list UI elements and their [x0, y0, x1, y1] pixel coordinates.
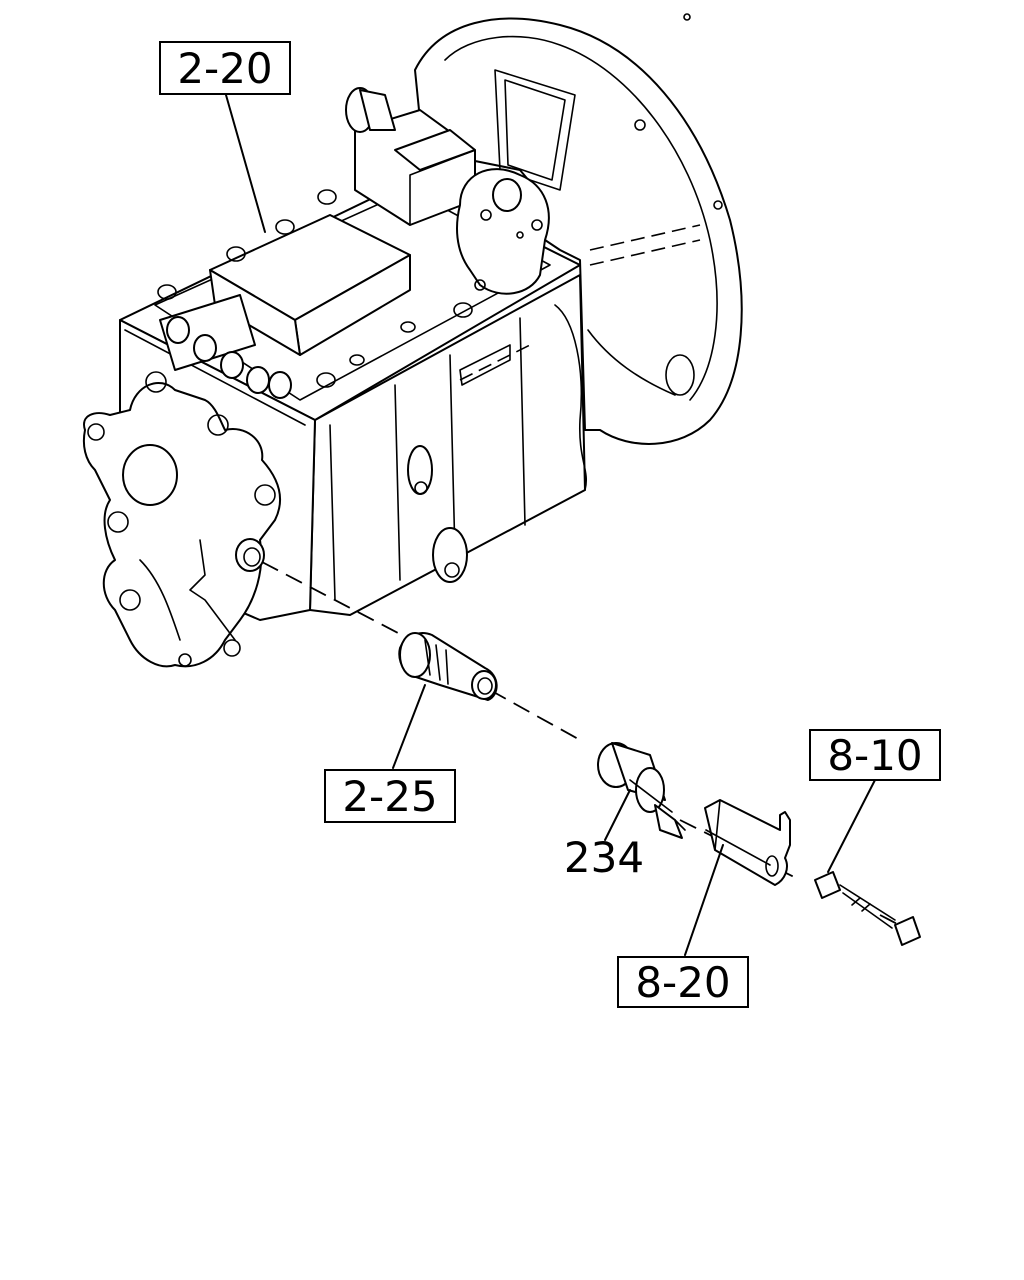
sensor-harness-connector — [814, 871, 921, 946]
top-cover-bolts — [157, 189, 473, 388]
shift-rail-ends — [159, 294, 292, 399]
callout-label-8-10: 8-10 — [827, 731, 922, 780]
callout-label-2-25: 2-25 — [342, 772, 437, 821]
shift-tower — [345, 87, 550, 295]
bell-housing — [414, 13, 743, 445]
callout-label-2-20: 2-20 — [177, 44, 272, 93]
callout-8-10: 8-10 — [809, 729, 941, 781]
transmission-case — [82, 87, 587, 668]
callout-2-20: 2-20 — [159, 41, 291, 95]
callout-8-20: 8-20 — [617, 956, 749, 1008]
callout-2-25: 2-25 — [324, 769, 456, 823]
speedometer-driven-gear — [398, 632, 498, 701]
leader-lines — [225, 94, 876, 956]
vehicle-speed-sensor — [597, 742, 686, 839]
callout-label-8-20: 8-20 — [635, 958, 730, 1007]
rear-flange — [82, 371, 282, 668]
part-number-234: 234 — [564, 833, 644, 882]
sensor-bracket — [704, 799, 791, 886]
